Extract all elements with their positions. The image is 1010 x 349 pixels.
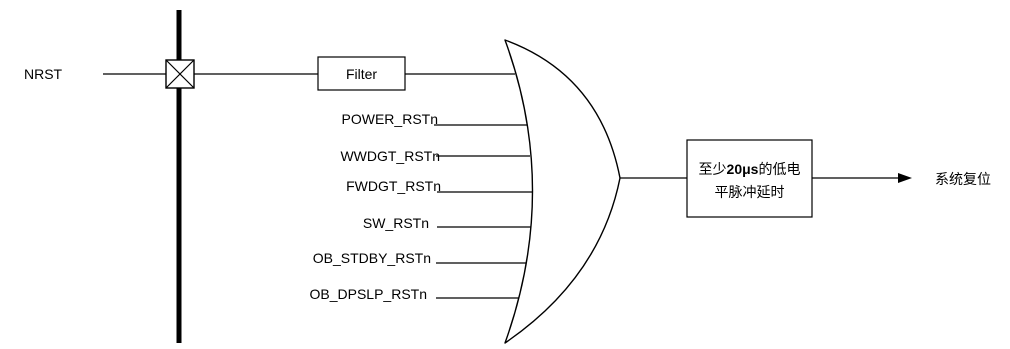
reset-source-label: WWDGT_RSTn: [340, 148, 440, 164]
arrow-right-icon: [898, 173, 912, 183]
reset-source-label: POWER_RSTn: [342, 111, 438, 127]
reset-source-label: FWDGT_RSTn: [346, 178, 441, 194]
nrst-label: NRST: [24, 66, 63, 82]
filter-block: [317, 56, 406, 91]
delay-block-line1: 至少20μs的低电: [699, 161, 801, 177]
or-gate: [504, 39, 621, 344]
delay-block-line2: 平脉冲延时: [715, 184, 785, 200]
filter-label: Filter: [346, 66, 377, 82]
reset-source-label: OB_DPSLP_RSTn: [310, 286, 428, 302]
pad-switch-icon: [165, 59, 195, 89]
reset-source-label: OB_STDBY_RSTn: [313, 250, 431, 266]
delay-block: [686, 139, 813, 218]
output-label: 系统复位: [935, 171, 991, 187]
reset-source-label: SW_RSTn: [363, 215, 429, 231]
